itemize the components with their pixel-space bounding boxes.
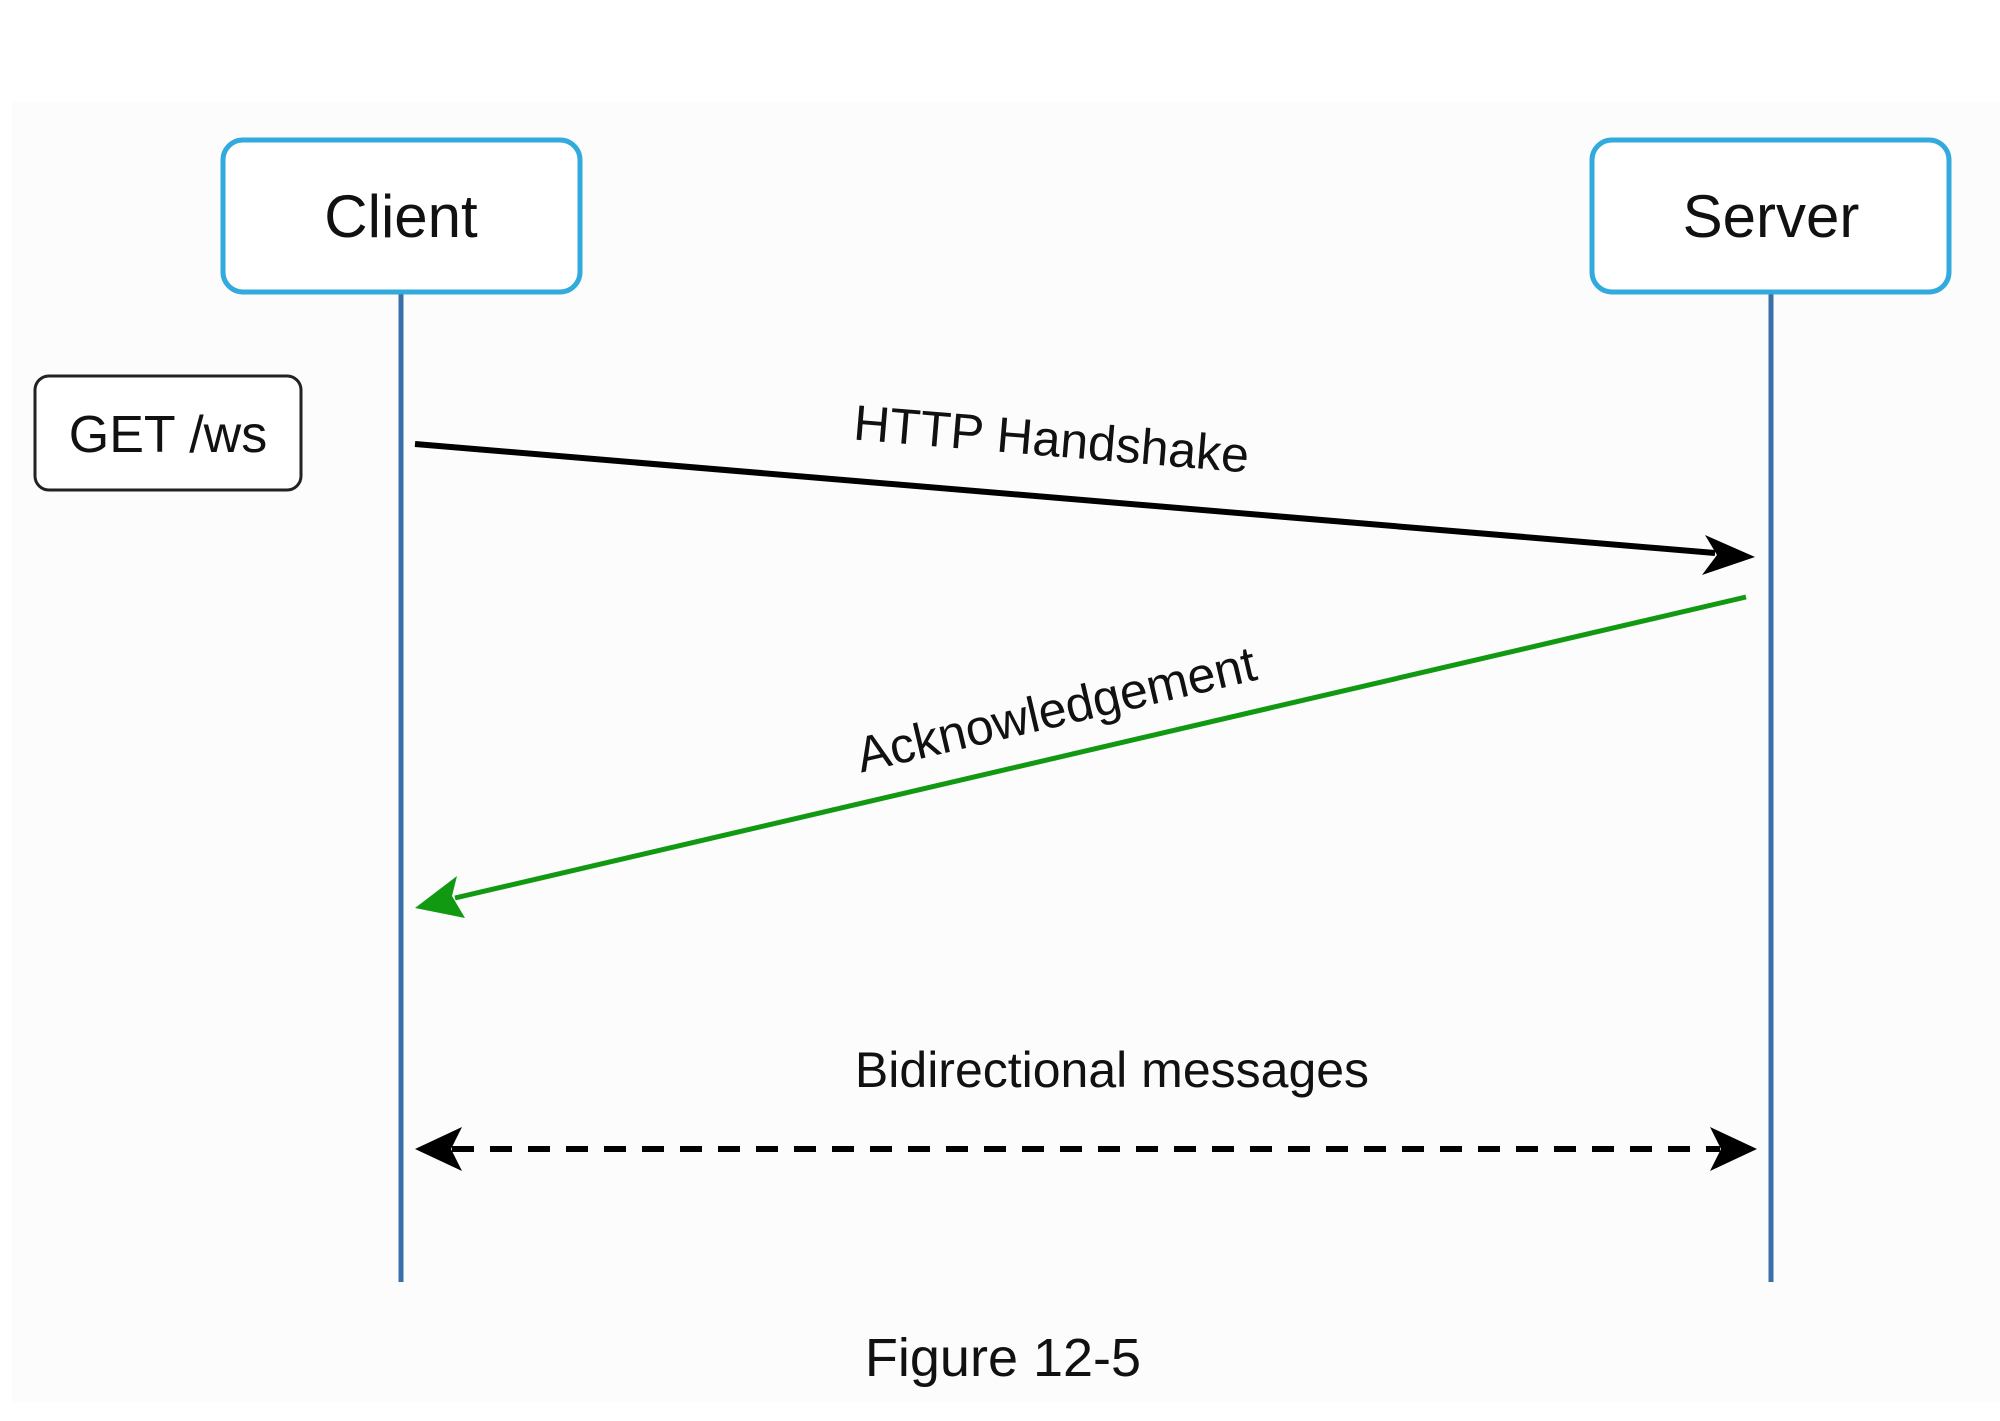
client-box [220, 137, 583, 295]
client-participant: Client [220, 137, 583, 295]
request-note: GET /ws [33, 374, 303, 492]
note-label: GET /ws [69, 406, 267, 464]
server-participant: Server [1589, 137, 1952, 295]
diagram-background [12, 102, 2000, 1402]
server-label: Server [1683, 183, 1860, 250]
client-label: Client [324, 183, 478, 250]
handshake-arrowhead [1702, 535, 1755, 575]
acknowledgement-arrow-line [454, 594, 1747, 901]
handshake-arrow-line [414, 441, 1716, 556]
figure-caption: Figure 12-5 [865, 1328, 1141, 1388]
note-box [33, 374, 303, 492]
bidirectional-arrowhead-left [415, 1127, 462, 1171]
server-box [1589, 137, 1952, 295]
bidirectional-arrowhead-right [1710, 1127, 1757, 1171]
bidirectional-label: Bidirectional messages [855, 1042, 1369, 1098]
bidirectional-message: Bidirectional messages [415, 1042, 1757, 1171]
acknowledgement-arrowhead [415, 876, 465, 918]
